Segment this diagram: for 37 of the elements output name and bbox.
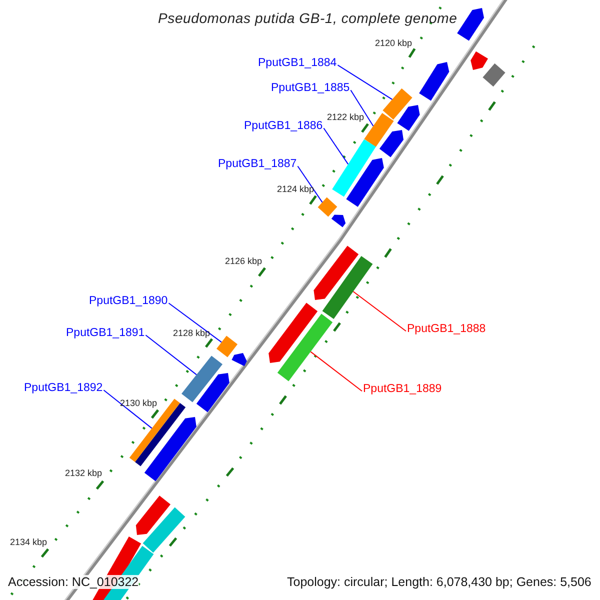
leader-line	[145, 334, 197, 376]
gene-segment	[318, 197, 338, 217]
gene-segment	[277, 314, 333, 382]
gene-segment	[364, 113, 394, 147]
gene-label: PputGB1_1891	[66, 326, 145, 340]
scale-label: 2134 kbp	[10, 537, 48, 548]
title: Pseudomonas putida GB-1, complete genome	[158, 10, 458, 26]
gene-label: PputGB1_1887	[218, 158, 297, 171]
leader-line	[103, 390, 152, 429]
leader-line	[168, 302, 222, 343]
gene-segment	[216, 336, 238, 358]
gene-segment	[182, 356, 222, 402]
leader-line	[337, 64, 393, 100]
gene-label: PputGB1_1884	[258, 56, 337, 70]
leader-line	[310, 351, 362, 392]
gene-label: PputGB1_1890	[89, 294, 168, 308]
accession-text: Accession: NC_010322	[8, 575, 139, 590]
scale-label: 2126 kbp	[225, 256, 262, 266]
leader-line	[297, 166, 323, 203]
scale-label: 2128 kbp	[173, 328, 210, 338]
leader-line	[352, 291, 406, 332]
scale-label: 2130 kbp	[120, 398, 158, 408]
scale-label: 2122 kbp	[327, 112, 364, 122]
gene-segment	[332, 139, 376, 197]
leader-line	[323, 128, 349, 165]
gene-label: PputGB1_1885	[271, 82, 350, 95]
scale-label: 2120 kbp	[375, 38, 412, 48]
gene-label: PputGB1_1886	[244, 120, 323, 133]
scale-label: 2132 kbp	[65, 468, 102, 478]
gene-label: PputGB1_1889	[363, 382, 442, 396]
gene-segment	[382, 88, 412, 120]
gene-segment	[322, 256, 373, 319]
genome-info-text: Topology: circular; Length: 6,078,430 bp; Genes: 5,506	[287, 575, 592, 590]
gene-label: PputGB1_1892	[24, 382, 103, 395]
gene-label: PputGB1_1888	[407, 322, 486, 336]
leader-line	[350, 90, 374, 126]
scale-label: 2124 kbp	[277, 184, 314, 194]
